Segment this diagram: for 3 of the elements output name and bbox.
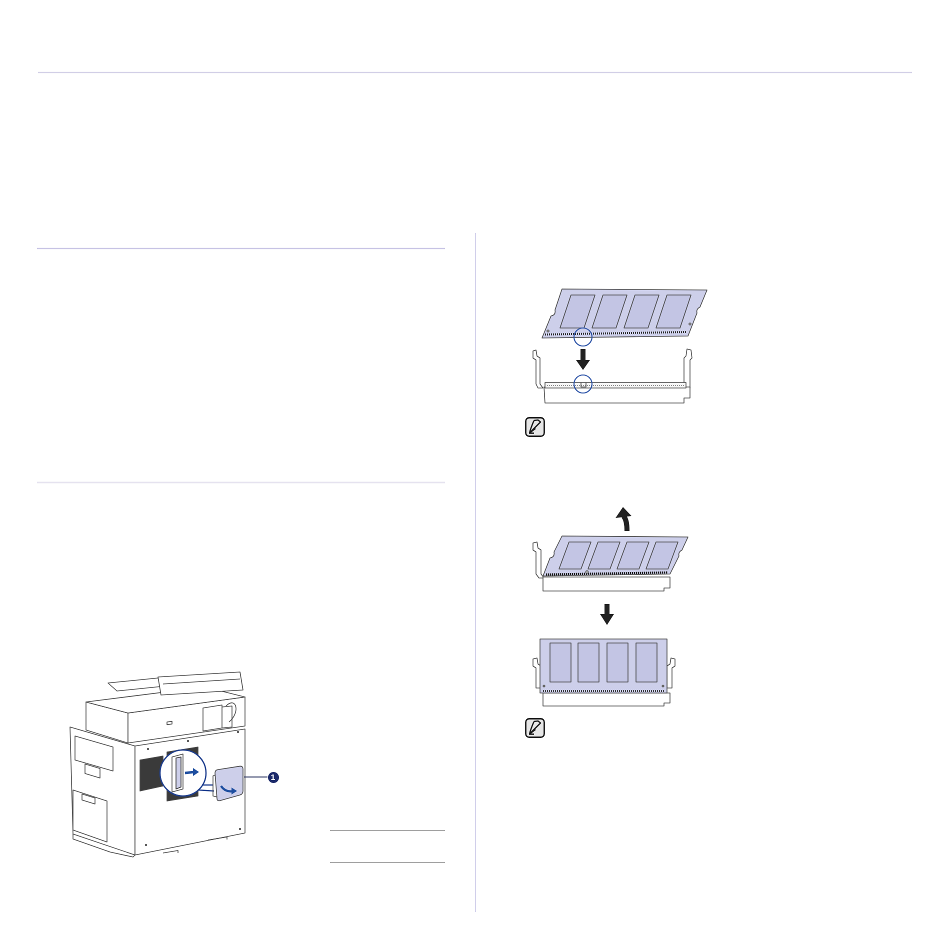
leader-line [244, 776, 268, 778]
callout-number: 1 [268, 772, 278, 782]
cover-panel [212, 765, 244, 802]
